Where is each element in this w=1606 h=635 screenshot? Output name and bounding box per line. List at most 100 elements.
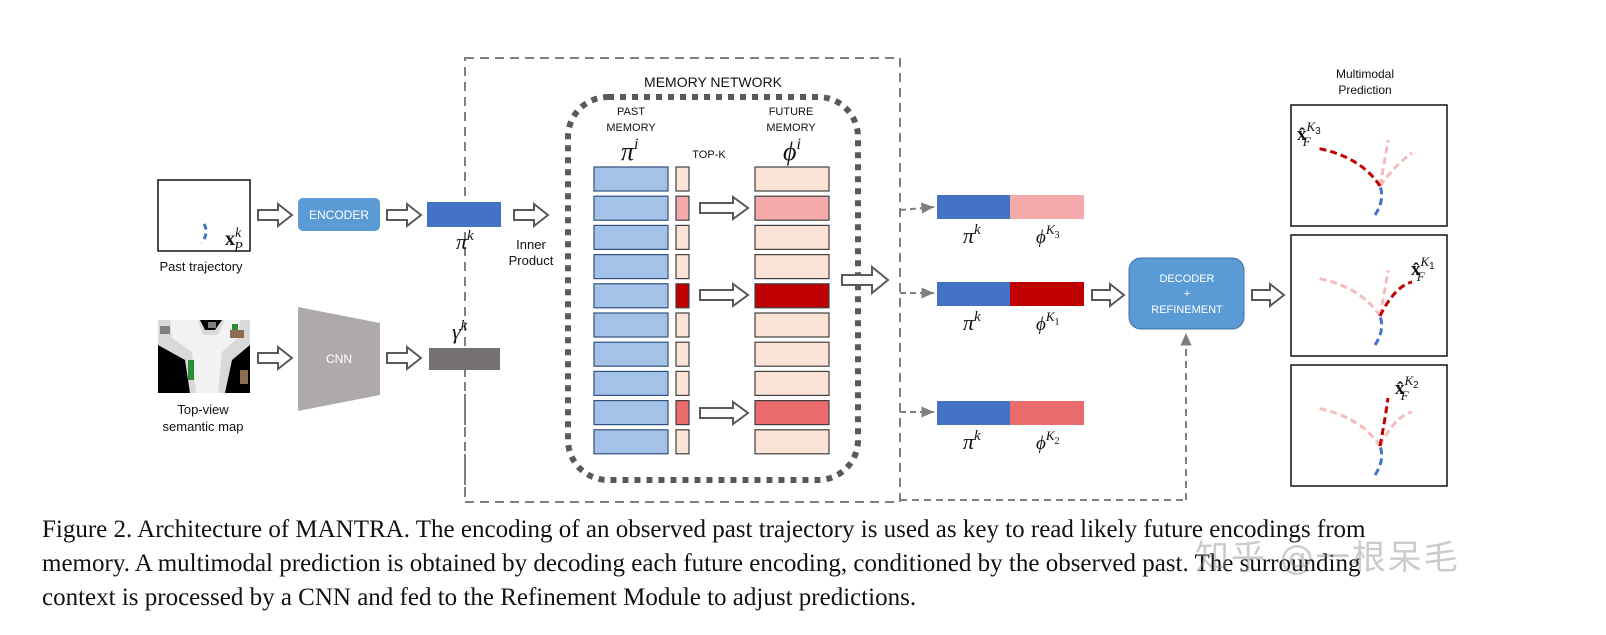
output-k3-phi: [1010, 195, 1084, 219]
svg-text:x̂K2F: x̂K2F: [1395, 373, 1419, 403]
semantic-map-image: [158, 320, 250, 393]
mantra-architecture-diagram: MEMORY NETWORK PAST MEMORY FUTURE MEMORY…: [157, 57, 1448, 503]
arrow-memory-to-outputs: [841, 264, 890, 296]
similarity-score-slot: [675, 166, 690, 192]
caption-line-2: memory. A multimodal prediction is obtai…: [42, 550, 1361, 577]
memory-inner-frame: [565, 94, 861, 483]
past-trajectory-label: Past trajectory: [159, 259, 243, 274]
pi-k-symbol: πk: [456, 228, 474, 254]
output-k2-pi-symbol: πk: [963, 428, 981, 454]
similarity-score-slot: [675, 283, 690, 309]
arrow-decoder-to-predictions: [1251, 281, 1286, 309]
decoder-refinement-label: REFINEMENT: [1151, 304, 1223, 316]
future-memory-slot: [754, 341, 830, 367]
similarity-score-slot: [675, 312, 690, 338]
past-memory-slot: [593, 283, 669, 309]
decoder-plus: +: [1184, 288, 1190, 300]
future-memory-label: FUTURE: [769, 106, 814, 118]
past-memory-slot: [593, 195, 669, 221]
topview-label-2: semantic map: [163, 419, 244, 434]
output-k3-phi-symbol: ϕK3: [1036, 222, 1060, 248]
topview-label: Top-view: [177, 402, 229, 417]
similarity-score-slot: [675, 400, 690, 426]
cnn-block: [298, 307, 380, 411]
top-k-label: TOP-K: [692, 149, 726, 161]
watermark: 知乎 @一根呆毛: [1195, 538, 1460, 578]
top-k-arrow-1: [699, 282, 750, 308]
encoder-block: [298, 198, 380, 231]
output-k3-pi: [937, 195, 1010, 219]
past-memory-slot: [593, 400, 669, 426]
gamma-k-symbol: γk: [452, 318, 468, 344]
svg-text:x̂K1F: x̂K1F: [1411, 254, 1435, 284]
similarity-score-slot: [675, 254, 690, 280]
pi-i-symbol: πi: [621, 136, 638, 166]
top-k-arrow-2: [699, 400, 750, 426]
cnn-label: CNN: [326, 352, 352, 366]
output-k2-phi-symbol: ϕK2: [1036, 428, 1060, 454]
arrow-cnn-to-gamma: [386, 344, 423, 372]
past-memory-slot: [593, 166, 669, 192]
caption-line-3: context is processed by a CNN and fed to…: [42, 584, 917, 611]
output-k2-pi: [937, 401, 1010, 425]
output-k2-phi: [1010, 401, 1084, 425]
output-k1-phi: [1010, 282, 1084, 306]
pi-k-embedding: [427, 202, 501, 227]
multimodal-title-2: Prediction: [1338, 83, 1391, 97]
output-k1-pi-symbol: πk: [963, 309, 981, 335]
top-k-score-column: [675, 166, 690, 455]
caption-line-1: Figure 2. Architecture of MANTRA. The en…: [42, 516, 1366, 543]
past-memory-slot: [593, 370, 669, 396]
future-memory-slot: [754, 370, 830, 396]
arrow-encoder-to-pik: [386, 201, 423, 229]
future-memory-slot: [754, 429, 830, 455]
past-memory-slot: [593, 224, 669, 250]
top-k-arrow-3: [699, 195, 750, 221]
similarity-score-slot: [675, 195, 690, 221]
multimodal-title: Multimodal: [1336, 67, 1394, 81]
figure-caption: Figure 2. Architecture of MANTRA. The en…: [42, 513, 1567, 615]
phi-i-symbol: ϕi: [783, 136, 801, 166]
future-memory-label-2: MEMORY: [766, 122, 816, 134]
past-memory-label-2: MEMORY: [606, 122, 656, 134]
similarity-score-slot: [675, 224, 690, 250]
past-memory-slot: [593, 429, 669, 455]
arrow-pik-to-memory: [513, 201, 550, 229]
past-trajectory-curve: [200, 223, 208, 244]
past-memory-slot: [593, 312, 669, 338]
output-k1-phi-symbol: ϕK1: [1036, 309, 1060, 335]
future-memory-slot: [754, 400, 830, 426]
encoder-label: ENCODER: [309, 208, 369, 222]
output-k1-pi: [937, 282, 1010, 306]
output-k3-pi-symbol: πk: [963, 222, 981, 248]
future-memory-slot: [754, 312, 830, 338]
future-memory-slot: [754, 254, 830, 280]
arrow-to-decoder: [1091, 281, 1126, 309]
similarity-score-slot: [675, 370, 690, 396]
memory-network-frame: [464, 57, 901, 503]
past-memory-slot: [593, 254, 669, 280]
future-memory-slot: [754, 195, 830, 221]
decoder-refinement-block: [1128, 257, 1245, 330]
future-memory-column: [754, 166, 830, 455]
memory-network-title: MEMORY NETWORK: [644, 74, 783, 90]
past-memory-slot: [593, 341, 669, 367]
future-memory-slot: [754, 224, 830, 250]
inner-product-label-2: Product: [509, 253, 554, 268]
past-memory-column: [593, 166, 669, 455]
gamma-k-embedding: [429, 348, 500, 370]
similarity-score-slot: [675, 429, 690, 455]
arrow-traj-to-encoder: [257, 201, 294, 229]
dashed-to-k3: [899, 202, 935, 214]
decoder-label: DECODER: [1159, 273, 1214, 285]
future-memory-slot: [754, 166, 830, 192]
future-memory-slot: [754, 283, 830, 309]
past-memory-label: PAST: [617, 106, 645, 118]
arrow-map-to-cnn: [257, 344, 294, 372]
inner-product-label: Inner: [516, 237, 546, 252]
svg-text:x̂K3F: x̂K3F: [1297, 119, 1321, 149]
